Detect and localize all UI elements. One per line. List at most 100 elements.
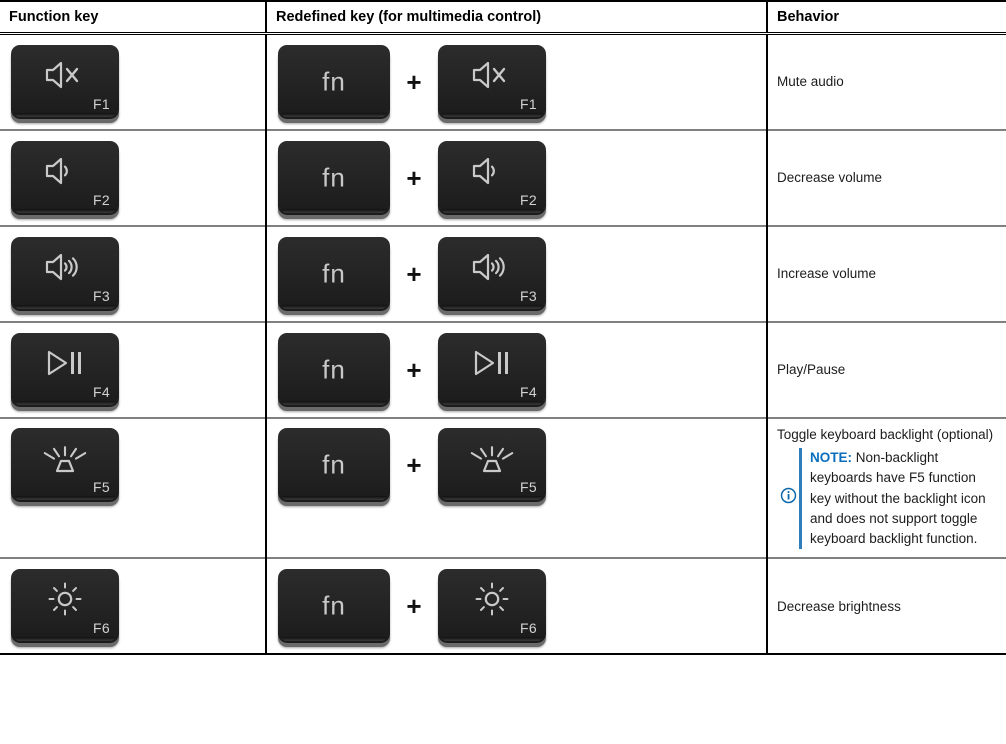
speaker-low-volume-icon <box>466 154 518 188</box>
note-block: NOTE: Non-backlight keyboards have F5 fu… <box>777 448 996 550</box>
keycap-f2-combo[interactable]: F2 <box>438 140 546 215</box>
function-key-table: Function key Redefined key (for multimed… <box>0 0 1006 656</box>
keycap-fn-4[interactable]: fn <box>278 427 390 502</box>
cell-function-key-f2: F2 <box>0 128 267 226</box>
redefined-key-group: fn + F3 <box>267 227 766 321</box>
keycap-fn-1[interactable]: fn <box>278 140 390 215</box>
keycap-label: F1 <box>93 95 110 112</box>
cell-behavior-f1: Mute audio <box>767 33 1006 130</box>
behavior-text: Increase volume <box>777 265 877 281</box>
cell-behavior-f2: Decrease volume <box>767 128 1006 226</box>
keycap-f6-combo[interactable]: F6 <box>438 569 546 644</box>
cell-behavior-f3: Increase volume <box>767 224 1006 322</box>
keyboard-backlight-icon <box>466 441 518 475</box>
fn-label: fn <box>322 66 346 96</box>
speaker-low-volume-icon <box>39 154 91 188</box>
function-key-group: F4 <box>0 323 265 417</box>
table-row: F3 fn + F3 Increase volume <box>0 224 1006 322</box>
behavior-text: Mute audio <box>777 73 844 89</box>
behavior-text: Decrease volume <box>777 169 883 185</box>
keycap-f3-combo[interactable]: F3 <box>438 236 546 311</box>
fn-label: fn <box>322 590 346 621</box>
keycap-label: F4 <box>93 383 110 400</box>
speaker-mute-icon <box>39 58 91 92</box>
keycap-f1-combo[interactable]: F1 <box>438 44 546 119</box>
column-header-redefined-key: Redefined key (for multimedia control) <box>266 1 768 35</box>
keycap-fn-0[interactable]: fn <box>278 44 390 119</box>
keyboard-backlight-icon <box>39 441 91 475</box>
column-header-behavior: Behavior <box>767 1 1006 35</box>
cell-behavior-f5: Toggle keyboard backlight (optional) NOTE… <box>767 416 1006 559</box>
redefined-key-group: fn + F5 <box>267 419 766 512</box>
info-circle-icon <box>777 487 799 510</box>
cell-redefined-key-f6: fn + F6 <box>266 557 768 655</box>
keycap-f1-single[interactable]: F1 <box>11 44 119 119</box>
table-header: Function key Redefined key (for multimed… <box>0 1 1006 35</box>
keycap-f2-single[interactable]: F2 <box>11 140 119 215</box>
plus-icon: + <box>406 162 422 193</box>
behavior-text: Play/Pause <box>777 361 846 377</box>
function-key-group: F6 <box>0 559 265 653</box>
plus-icon: + <box>406 258 422 289</box>
cell-function-key-f6: F6 <box>0 557 267 655</box>
cell-redefined-key-f1: fn+F1 <box>266 33 768 130</box>
play-pause-icon <box>39 346 91 380</box>
table-header-row: Function key Redefined key (for multimed… <box>0 1 1006 35</box>
table-row: F4 fn + F4 Play/Pause <box>0 320 1006 418</box>
keycap-f4-combo[interactable]: F4 <box>438 332 546 407</box>
column-header-function-key: Function key <box>0 1 267 35</box>
speaker-high-volume-icon <box>39 250 91 284</box>
keycap-label: F3 <box>93 287 110 304</box>
note-accent-bar <box>799 448 802 550</box>
note-label: NOTE: <box>810 450 852 466</box>
cell-redefined-key-f2: fn + F2 <box>266 128 768 226</box>
redefined-key-group: fn + F4 <box>267 323 766 417</box>
keycap-label: F5 <box>520 478 537 495</box>
table-row: F5 fn + F5 Toggle keyboard backlight (option… <box>0 416 1006 559</box>
keycap-label: F4 <box>520 383 537 400</box>
cell-function-key-f3: F3 <box>0 224 267 322</box>
redefined-key-group: fn + F6 <box>267 559 766 653</box>
cell-redefined-key-f5: fn + F5 <box>266 416 768 559</box>
keycap-fn-5[interactable]: fn <box>278 569 390 644</box>
function-key-group: F2 <box>0 131 265 225</box>
cell-redefined-key-f4: fn + F4 <box>266 320 768 418</box>
cell-behavior-f6: Decrease brightness <box>767 557 1006 655</box>
plus-icon: + <box>406 354 422 385</box>
speaker-high-volume-icon <box>466 250 518 284</box>
cell-function-key-f1: F1 <box>0 33 267 130</box>
brightness-decrease-icon <box>466 582 518 616</box>
cell-redefined-key-f3: fn + F3 <box>266 224 768 322</box>
fn-label: fn <box>322 449 346 479</box>
function-key-group: F3 <box>0 227 265 321</box>
keycap-fn-3[interactable]: fn <box>278 332 390 407</box>
keycap-label: F6 <box>93 620 110 637</box>
redefined-key-group: fn + F2 <box>267 131 766 225</box>
table-row: F6 fn + F6 Decrease brightness <box>0 557 1006 655</box>
function-key-group: F1 <box>0 35 265 129</box>
cell-behavior-f4: Play/Pause <box>767 320 1006 418</box>
keycap-f5-combo[interactable]: F5 <box>438 427 546 502</box>
keycap-f4-single[interactable]: F4 <box>11 332 119 407</box>
play-pause-icon <box>466 346 518 380</box>
behavior-text: Decrease brightness <box>777 598 901 614</box>
plus-icon: + <box>406 591 422 622</box>
redefined-key-group: fn+F1 <box>267 35 766 129</box>
cell-function-key-f5: F5 <box>0 416 267 559</box>
table-row: F2 fn + F2 Decrease volume <box>0 128 1006 226</box>
plus-icon: + <box>406 449 422 480</box>
keycap-label: F6 <box>520 620 537 637</box>
keycap-fn-2[interactable]: fn <box>278 236 390 311</box>
cell-function-key-f4: F4 <box>0 320 267 418</box>
keycap-f3-single[interactable]: F3 <box>11 236 119 311</box>
keycap-f6-single[interactable]: F6 <box>11 569 119 644</box>
behavior-text: Toggle keyboard backlight (optional) <box>777 426 994 442</box>
keycap-label: F2 <box>93 191 110 208</box>
keycap-label: F1 <box>520 95 537 112</box>
keycap-label: F5 <box>93 478 110 495</box>
keycap-f5-single[interactable]: F5 <box>11 427 119 502</box>
brightness-decrease-icon <box>39 582 91 616</box>
